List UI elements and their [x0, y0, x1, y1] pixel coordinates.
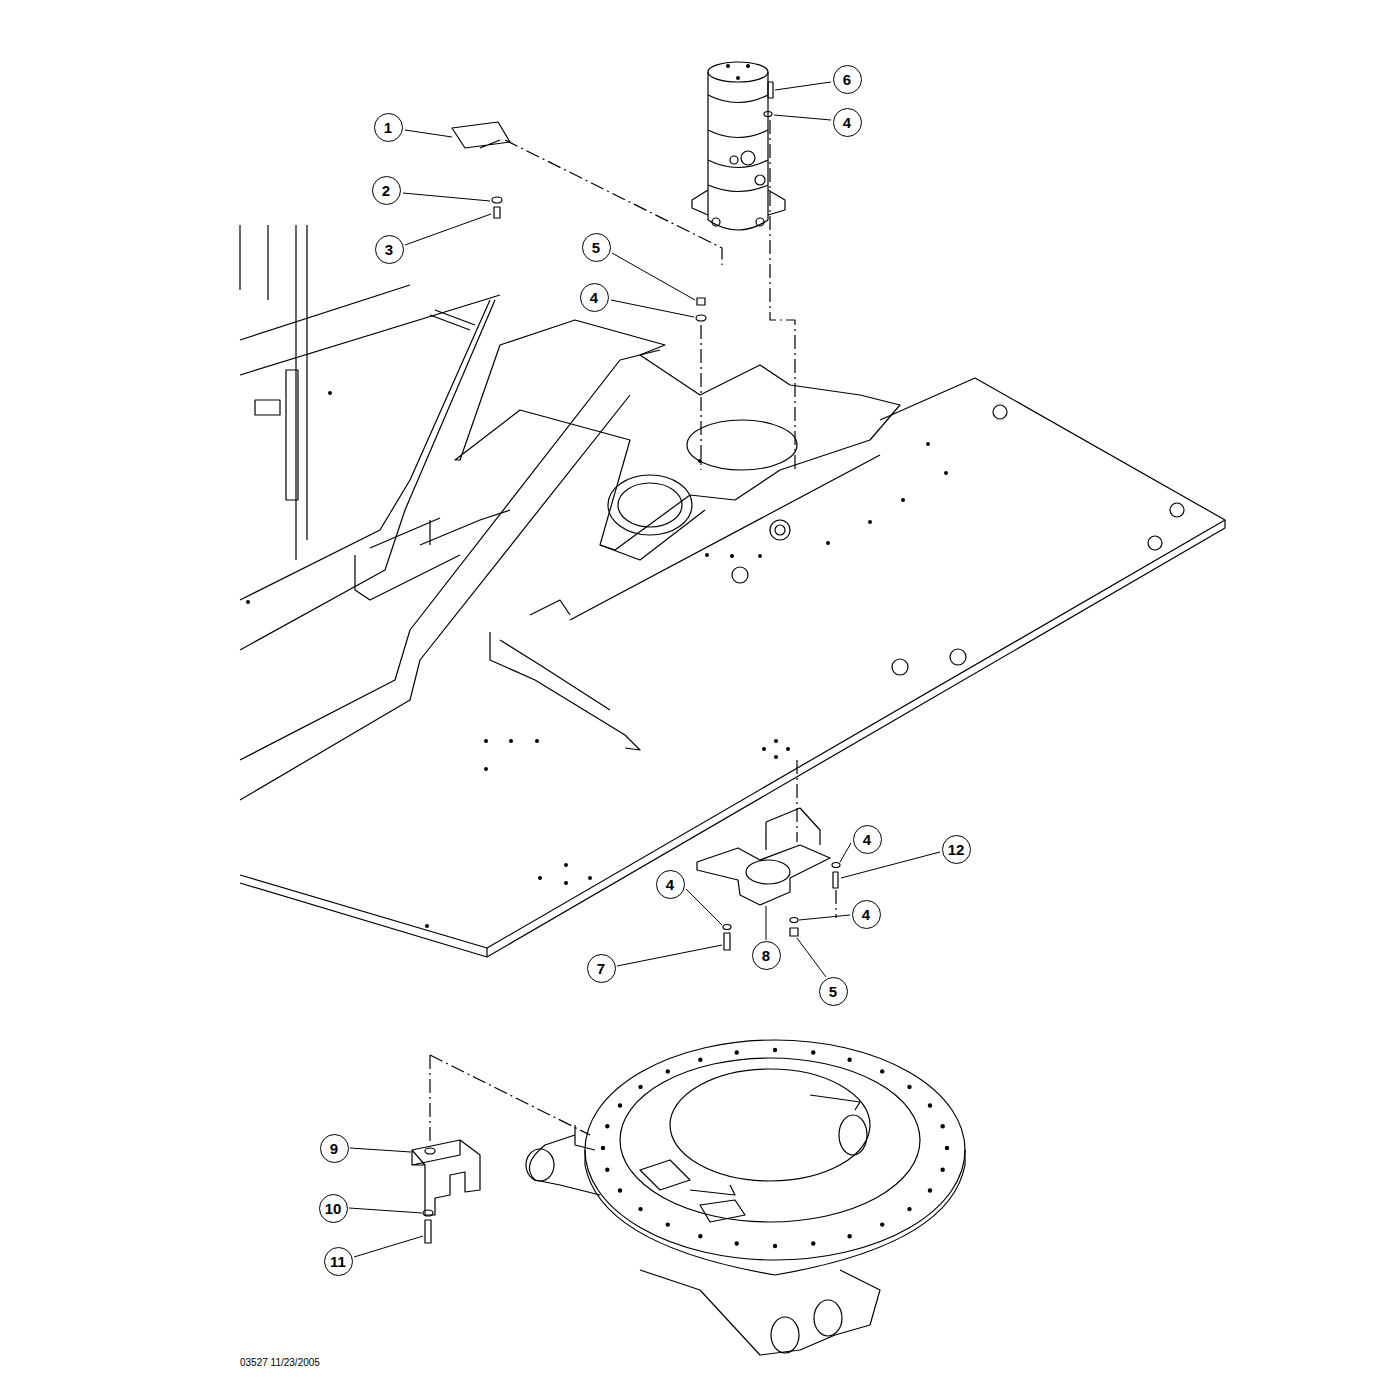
- bolt-hole: [618, 1103, 622, 1107]
- callout-number: 2: [372, 176, 401, 205]
- callout-number: 11: [324, 1247, 353, 1276]
- bolt-hole: [666, 1069, 670, 1073]
- drawing-number: 03527 11/23/2005: [240, 1357, 320, 1368]
- callout-number: 7: [587, 954, 616, 983]
- bolt-hole: [811, 1050, 815, 1054]
- bolt-hole: [735, 1241, 739, 1245]
- callout-number: 8: [752, 941, 781, 970]
- bolt-hole: [773, 1048, 777, 1052]
- bolt-hole: [666, 1222, 670, 1226]
- callout-number: 4: [833, 108, 862, 137]
- bolt-hole: [698, 1234, 702, 1238]
- callout-number: 4: [852, 900, 881, 929]
- bolt-hole: [605, 1124, 609, 1128]
- bolt-hole: [773, 1244, 777, 1248]
- bolt-hole: [880, 1222, 884, 1226]
- frame: [240, 225, 900, 800]
- callout-number: 5: [582, 233, 611, 262]
- bolt-hole: [605, 1168, 609, 1172]
- alignment-line: [430, 120, 836, 1145]
- bolt-hole: [928, 1188, 932, 1192]
- bolt-hole: [880, 1069, 884, 1073]
- callout-number: 3: [375, 235, 404, 264]
- bolt-hole: [907, 1085, 911, 1089]
- bolt-hole: [847, 1058, 851, 1062]
- callout-number: 12: [942, 835, 971, 864]
- bolt-hole: [638, 1085, 642, 1089]
- callout-number: 1: [374, 113, 403, 142]
- bracket: [697, 808, 830, 905]
- bolt-hole: [928, 1103, 932, 1107]
- bolt-hole: [735, 1050, 739, 1054]
- floor-plate: [240, 378, 1225, 957]
- callout-number: 6: [833, 65, 862, 94]
- bolt-hole: [618, 1188, 622, 1192]
- bolt-hole: [811, 1241, 815, 1245]
- bolt-hole: [601, 1146, 605, 1150]
- bolt-hole: [940, 1168, 944, 1172]
- cover-plate: [452, 122, 510, 148]
- callout-number: 5: [819, 977, 848, 1006]
- bolt-hole: [847, 1234, 851, 1238]
- bolt-hole: [940, 1124, 944, 1128]
- leader-line: [349, 82, 940, 1257]
- bolt-hole: [945, 1146, 949, 1150]
- callout-number: 10: [319, 1194, 348, 1223]
- callout-number: 4: [853, 825, 882, 854]
- bracket: [412, 1140, 480, 1215]
- bolt-hole: [638, 1207, 642, 1211]
- swivel-joint: [692, 62, 785, 230]
- bracket-hole: [425, 1148, 435, 1154]
- callout-number: 4: [580, 283, 609, 312]
- turntable: [526, 1040, 965, 1355]
- callout-number: 9: [320, 1134, 349, 1163]
- bolt-hole: [698, 1058, 702, 1062]
- bolt-hole: [907, 1207, 911, 1211]
- callout-number: 4: [656, 870, 685, 899]
- bracket-hole: [746, 860, 790, 884]
